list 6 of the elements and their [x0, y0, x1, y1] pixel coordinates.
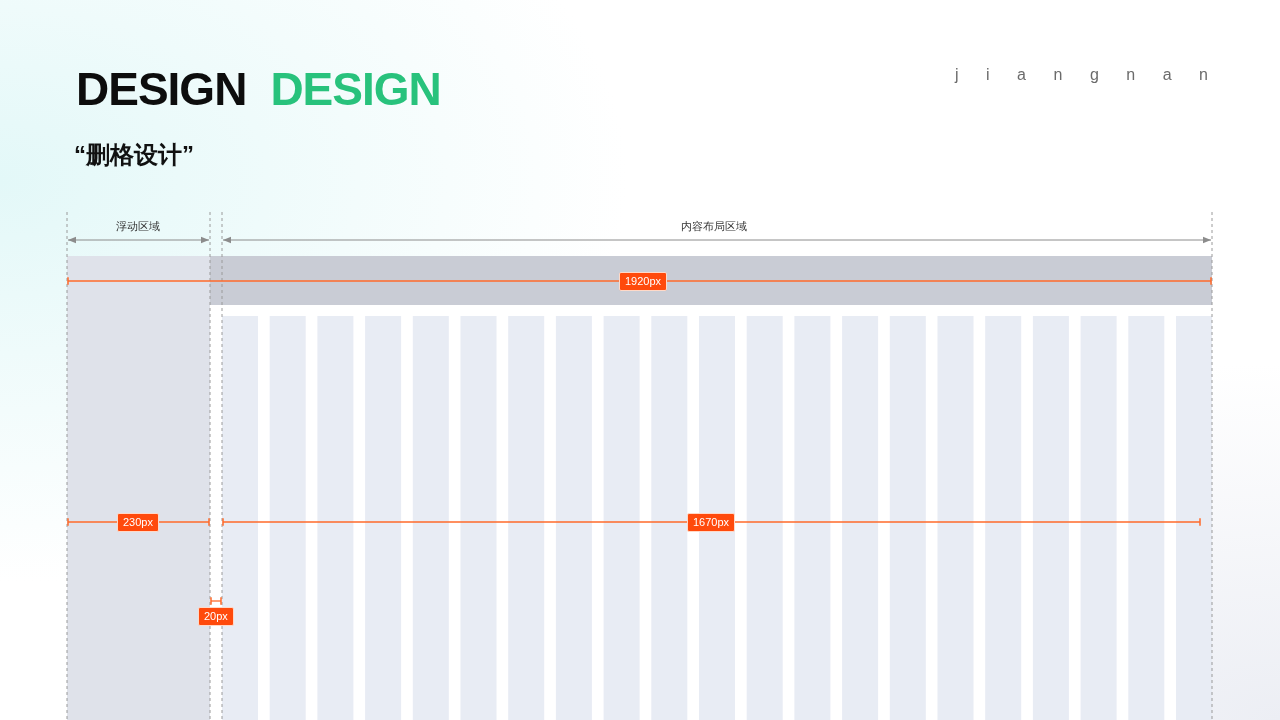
dimension-caption: 浮动区域	[116, 219, 160, 234]
dimension-caption: 内容布局区域	[681, 219, 747, 234]
author-name: jiangnan	[955, 65, 1209, 85]
subtitle: “删格设计”	[74, 141, 194, 170]
heading-text: DESIGN	[76, 66, 247, 112]
heading-text: DESIGN	[270, 66, 441, 112]
